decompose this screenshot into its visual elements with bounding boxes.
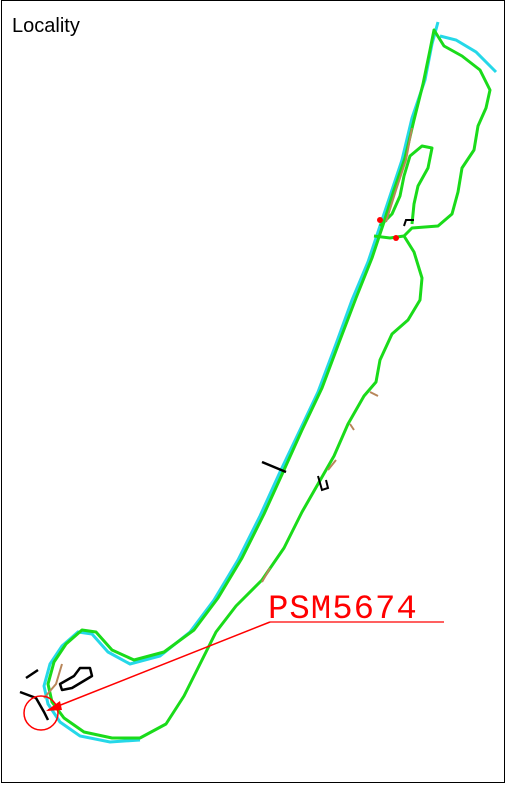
locality-boundary (46, 28, 492, 740)
pond-outline (58, 666, 94, 692)
black-bracket (19, 668, 50, 721)
panel-title: Locality (12, 15, 80, 37)
black-line-feature (261, 460, 287, 474)
arrow-head (46, 701, 62, 711)
feature-red-dot (393, 235, 399, 241)
inner-loop (378, 144, 434, 228)
coastline-water (42, 21, 440, 744)
black-structure-top (403, 219, 414, 227)
feature-red-dot (377, 217, 383, 223)
marker-leader-line (47, 621, 271, 711)
marker-circle (23, 695, 59, 731)
marker-label: PSM5674 (268, 591, 418, 629)
inner-loop-2 (373, 234, 405, 240)
coastline-water-top (439, 34, 498, 74)
track (43, 127, 413, 699)
black-structure (317, 475, 330, 492)
